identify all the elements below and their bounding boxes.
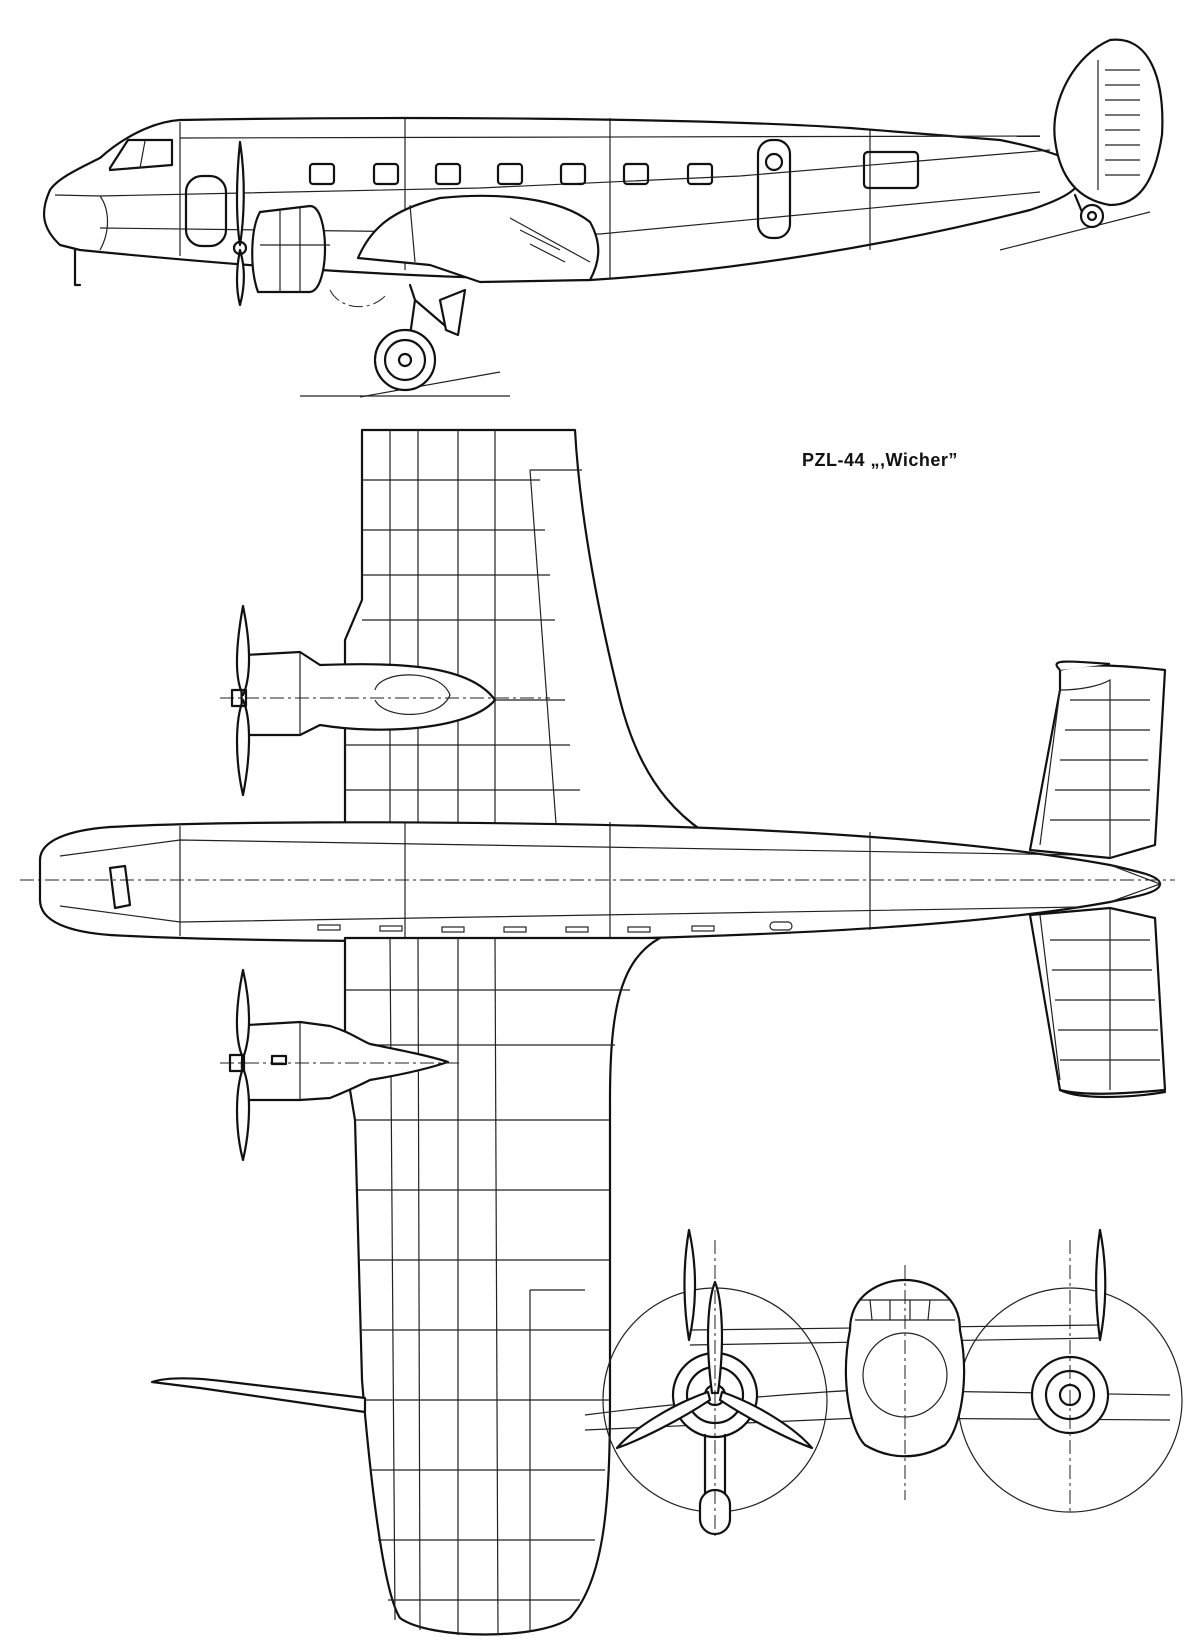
propeller-icon <box>232 140 248 307</box>
fuselage-windows-plan <box>317 921 793 933</box>
plan-view <box>20 428 1175 1636</box>
passenger-windows <box>308 162 714 186</box>
drawing-title: PZL-44 „,Wicher” <box>802 450 958 470</box>
front-view <box>584 1228 1183 1540</box>
side-view <box>43 38 1164 398</box>
landing-wheel-icon <box>373 283 467 392</box>
